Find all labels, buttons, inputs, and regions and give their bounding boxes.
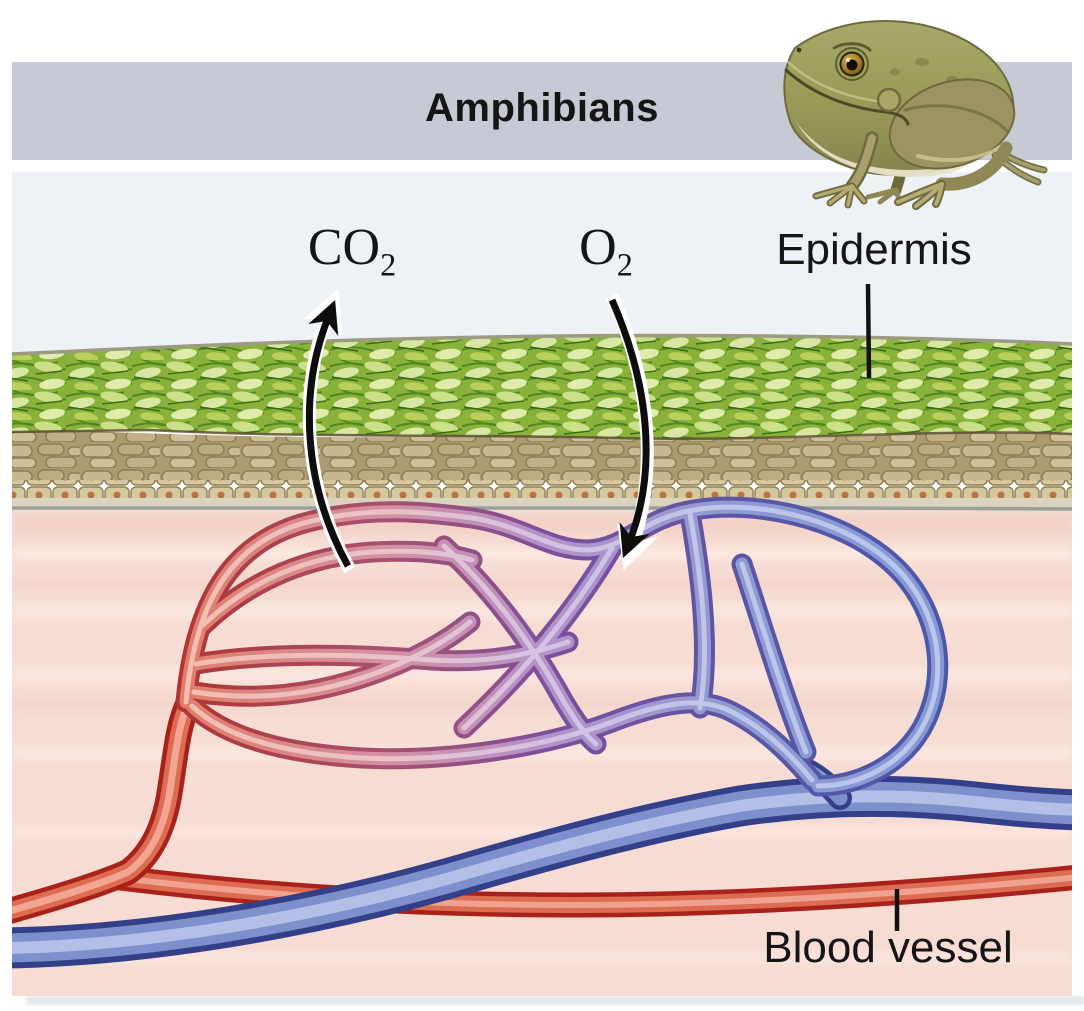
dermis-layer: [11, 428, 1073, 511]
frog-eye: [835, 47, 869, 81]
epidermis-pointer-line: [865, 283, 872, 379]
frog-nostril: [796, 47, 802, 53]
co2-label: CO2: [307, 219, 396, 281]
epidermis-label: Epidermis: [776, 225, 972, 274]
frog-illustration: [783, 20, 1048, 210]
red-blood-vessel: [107, 864, 1084, 918]
o2-label-text: O: [579, 219, 617, 276]
o2-label-subscript: 2: [616, 246, 633, 283]
o2-label: O2: [579, 219, 633, 281]
epidermis-layer: [11, 333, 1073, 440]
o2-arrow-icon: [606, 293, 658, 571]
gas-arrows: [302, 288, 658, 574]
co2-label-text: CO: [307, 219, 381, 276]
left-margin: [0, 0, 12, 1011]
blood-vessel-label: Blood vessel: [763, 923, 1013, 972]
artery-trunk: [0, 691, 201, 925]
diagram-title: Amphibians: [425, 86, 659, 130]
co2-label-subscript: 2: [380, 246, 397, 283]
right-margin: [1072, 0, 1084, 1011]
co2-arrow-icon: [302, 288, 356, 574]
drop-shadow: [26, 996, 1084, 1005]
bar-gap: [12, 160, 1072, 172]
frog-tympanum: [876, 87, 902, 113]
